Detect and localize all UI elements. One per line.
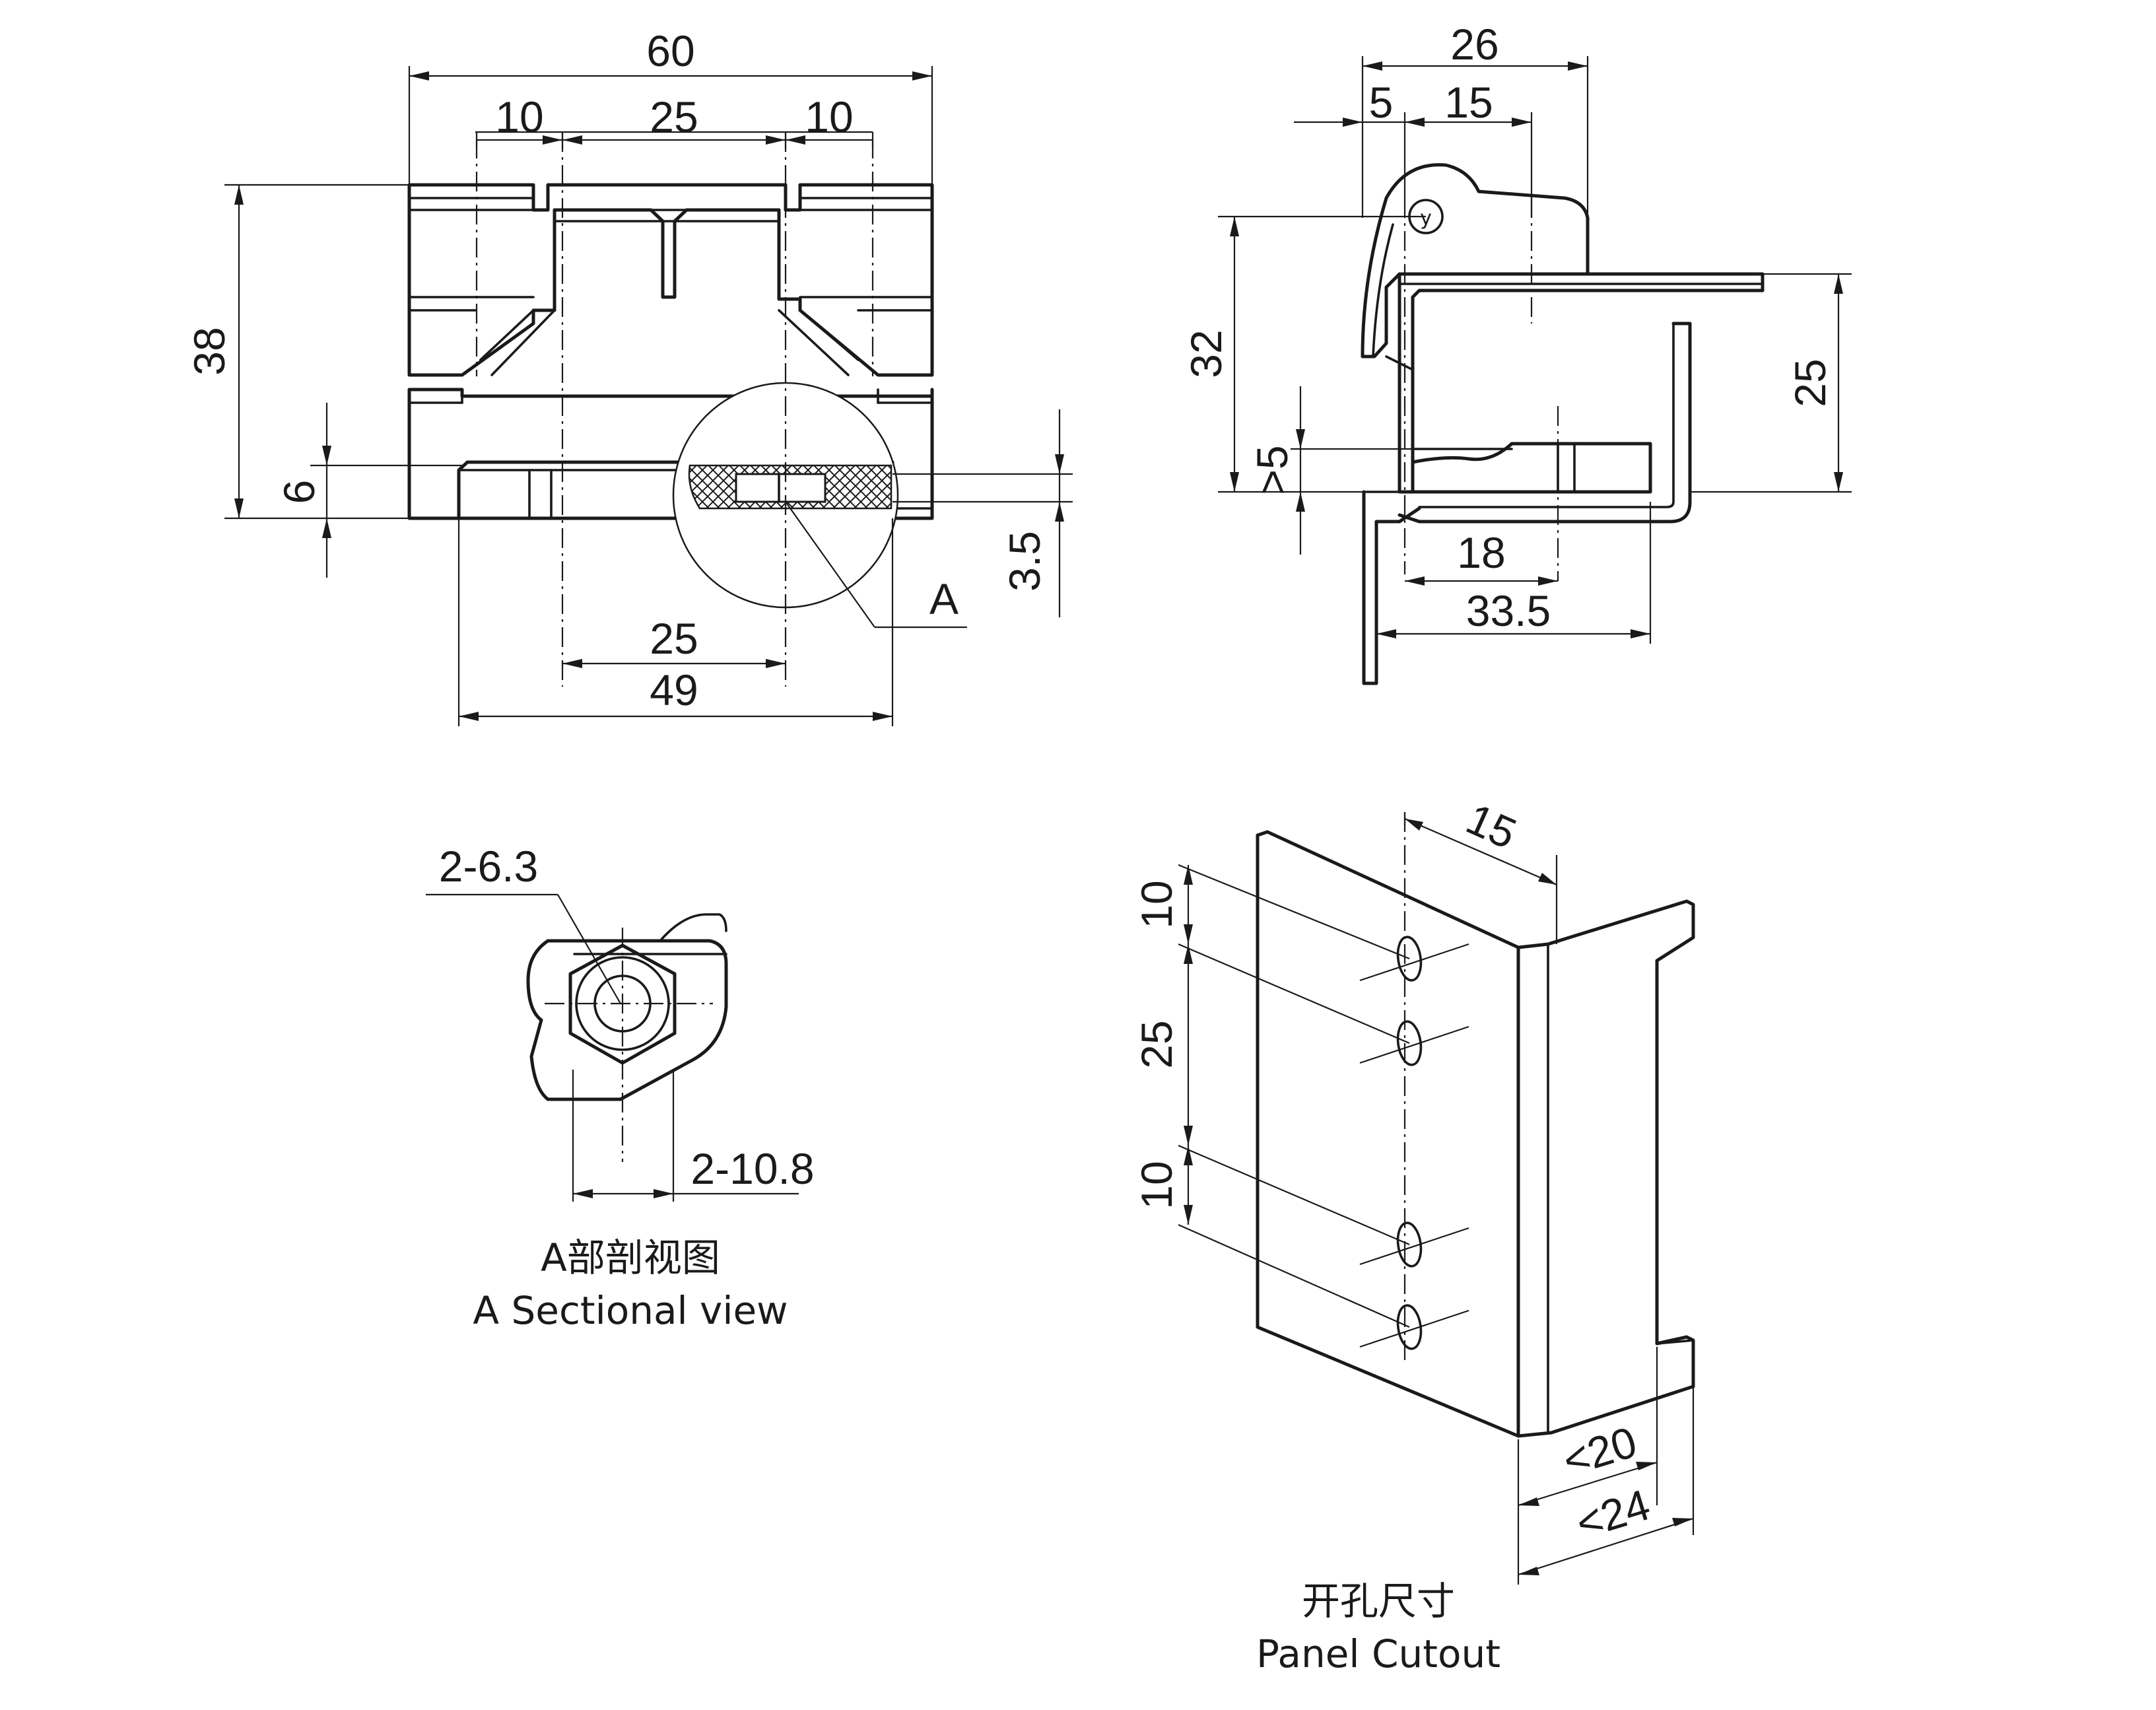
cutout-view: 15 10 25 10 <20 <24 开孔尺寸 Panel Cutout xyxy=(1132,794,1695,1676)
side-dim-33-5: 33.5 xyxy=(1466,586,1551,635)
side-dim-18: 18 xyxy=(1457,528,1505,577)
cutout-caption-en: Panel Cutout xyxy=(1256,1631,1500,1676)
front-dim-60: 60 xyxy=(646,26,694,75)
section-caption-en: A Sectional view xyxy=(473,1288,788,1333)
cutout-panel xyxy=(1256,830,1695,1438)
front-view-upper-body xyxy=(407,183,934,377)
front-dim-3-5: 3.5 xyxy=(1000,531,1049,592)
side-dim-32: 32 xyxy=(1182,329,1230,378)
cutout-hole-3 xyxy=(1396,1221,1423,1268)
front-dim-6: 6 xyxy=(275,480,323,504)
side-dim-26: 26 xyxy=(1450,20,1499,69)
side-dim-5: 5 xyxy=(1369,78,1394,127)
front-dim-25-top: 25 xyxy=(650,92,698,141)
section-dim-hole: 2-6.3 xyxy=(439,842,538,891)
front-dim-38: 38 xyxy=(185,327,234,375)
section-caption-cn: A部剖视图 xyxy=(541,1235,720,1280)
cutout-caption-cn: 开孔尺寸 xyxy=(1302,1579,1455,1624)
section-view: 2-6.3 2-10.8 A部剖视图 A Sectional view xyxy=(426,842,815,1333)
cutout-hole-4 xyxy=(1396,1304,1423,1350)
front-dim-25-bottom: 25 xyxy=(650,614,698,663)
side-dim-25: 25 xyxy=(1786,359,1835,407)
cutout-dim-lt24: <24 xyxy=(1570,1480,1656,1548)
side-view-body: y xyxy=(1361,163,1765,685)
front-dim-10-left: 10 xyxy=(495,92,543,141)
front-dim-10-right: 10 xyxy=(805,92,853,141)
svg-text:y: y xyxy=(1420,207,1432,230)
front-view: 60 10 25 10 38 6 3.5 xyxy=(185,26,1073,726)
cutout-hole-2 xyxy=(1396,1020,1423,1066)
section-dim-hex: 2-10.8 xyxy=(691,1144,814,1193)
cutout-dim-10-top: 10 xyxy=(1132,880,1181,928)
side-view: y 26 5 xyxy=(1182,20,1852,685)
cutout-dim-15: 15 xyxy=(1460,794,1524,858)
cutout-dim-25: 25 xyxy=(1132,1020,1181,1068)
cutout-hole-1 xyxy=(1396,936,1423,982)
side-dim-15: 15 xyxy=(1444,78,1493,127)
front-dim-49: 49 xyxy=(650,666,698,714)
side-dim-gt5: >5 xyxy=(1248,445,1297,495)
cutout-dim-10-bottom: 10 xyxy=(1132,1161,1181,1209)
detail-a-tag: A xyxy=(929,574,959,623)
